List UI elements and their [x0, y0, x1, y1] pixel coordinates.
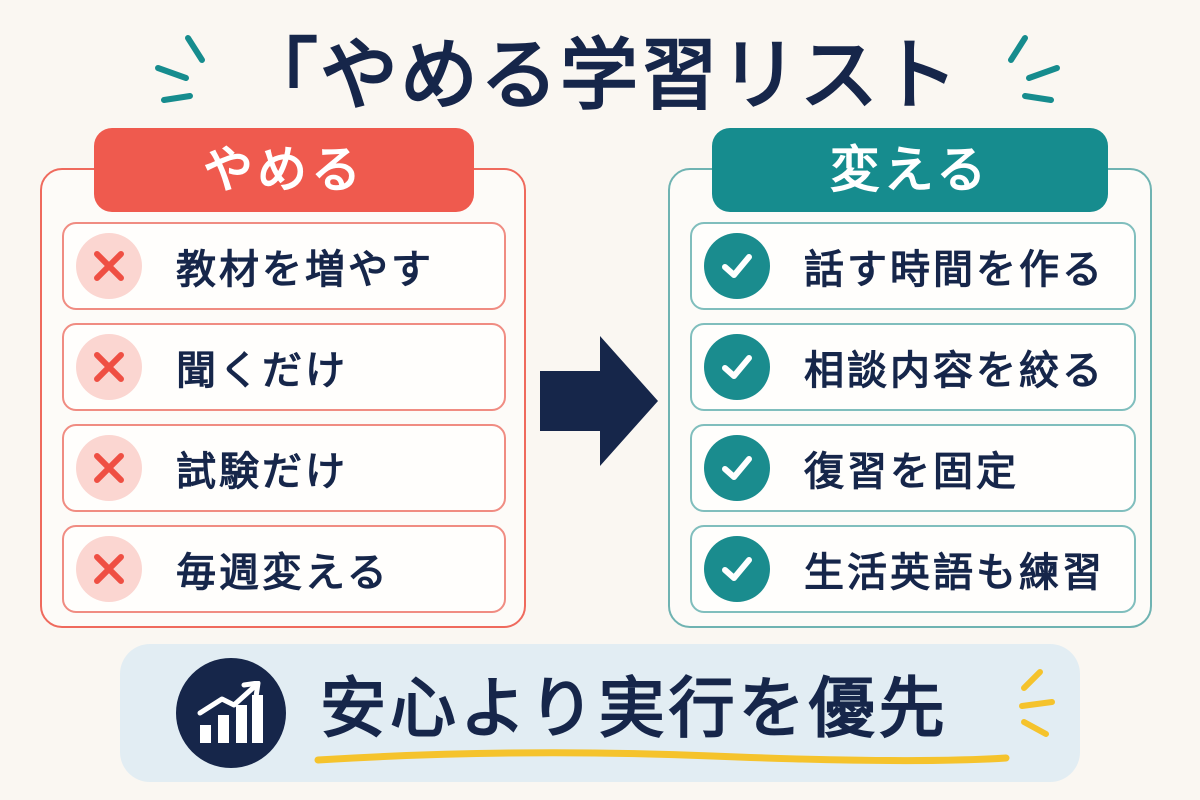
cross-icon	[76, 435, 142, 501]
cross-icon	[76, 233, 142, 299]
check-icon	[704, 435, 770, 501]
priority-banner: 安心より実行を優先	[120, 644, 1080, 782]
right-arrow-icon	[540, 336, 658, 466]
cross-icon	[76, 536, 142, 602]
stop-item: 毎週変える	[62, 525, 506, 613]
stop-panel-header: やめる	[94, 128, 474, 212]
change-item: 生活英語も練習	[690, 525, 1136, 613]
emphasis-lines-icon	[155, 35, 205, 103]
growth-chart-icon	[176, 658, 286, 768]
check-icon	[704, 334, 770, 400]
banner-text: 安心より実行を優先	[320, 670, 949, 747]
change-item: 相談内容を絞る	[690, 323, 1136, 411]
highlight-underline	[314, 749, 1010, 765]
stop-item: 聞くだけ	[62, 323, 506, 411]
stop-panel: やめる 教材を増やす 聞くだけ 試験だけ 毎週変える	[40, 128, 526, 628]
page-title: 「やめる学習リスト	[239, 31, 960, 121]
change-item-label: 生活英語も練習	[804, 550, 1105, 596]
change-item-label: 相談内容を絞る	[804, 348, 1105, 394]
change-item: 話す時間を作る	[690, 222, 1136, 310]
stop-item-label: 聞くだけ	[176, 348, 348, 394]
stop-item: 教材を増やす	[62, 222, 506, 310]
change-item-label: 話す時間を作る	[804, 247, 1105, 293]
change-item-label: 復習を固定	[804, 449, 1019, 495]
change-panel-header: 変える	[712, 128, 1108, 212]
cross-icon	[76, 334, 142, 400]
check-icon	[704, 233, 770, 299]
change-panel: 変える 話す時間を作る 相談内容を絞る 復習を固定 生活英語も練習	[668, 128, 1152, 628]
check-icon	[704, 536, 770, 602]
change-item: 復習を固定	[690, 424, 1136, 512]
emphasis-lines-icon	[1008, 35, 1060, 103]
stop-item-label: 教材を増やす	[176, 247, 434, 293]
sparkle-lines-icon	[1019, 669, 1055, 737]
stop-item-label: 毎週変える	[176, 550, 390, 596]
stop-item: 試験だけ	[62, 424, 506, 512]
stop-item-label: 試験だけ	[176, 449, 348, 495]
